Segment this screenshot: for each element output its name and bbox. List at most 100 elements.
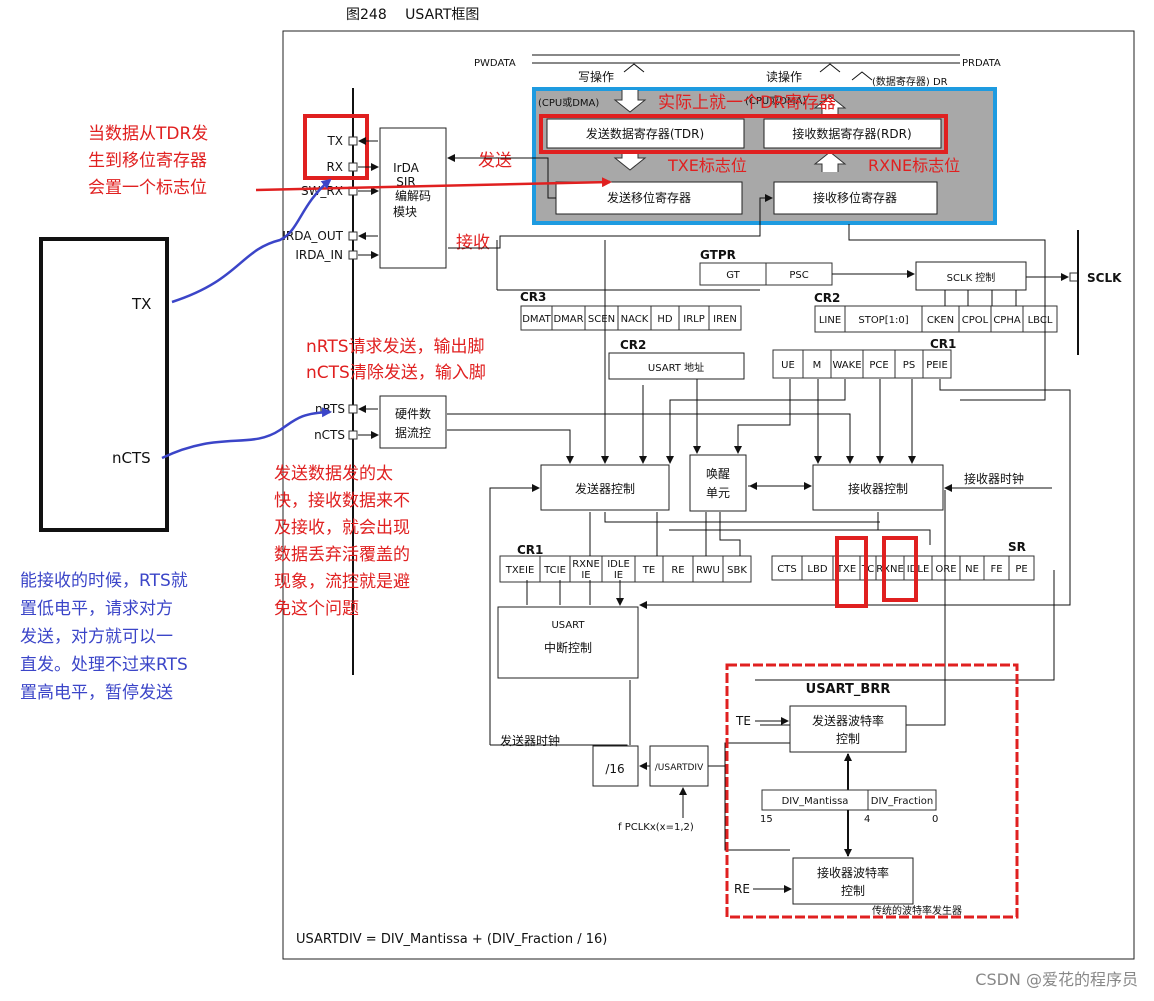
bit15-label: 15: [760, 814, 773, 825]
txe-flag-annotation: TXE标志位: [667, 156, 747, 175]
rx-pin: [348, 162, 358, 172]
tdr-note-arrow: [255, 177, 612, 192]
left-note-line3: 发送，对方就可以一: [20, 627, 173, 647]
cr3-bit-6: IREN: [713, 314, 737, 325]
cr1-bottom-bit-4: TE: [642, 565, 655, 576]
cr1-bottom-bit-5: RE: [671, 565, 684, 576]
rx-shift-label: 接收移位寄存器: [813, 190, 897, 205]
hw-flow-line1: 硬件数: [395, 406, 431, 421]
sclk-pin: [1069, 272, 1079, 282]
cr1-bottom-bit-2: RXNE: [572, 559, 600, 570]
re-input-label: RE: [734, 882, 750, 896]
div-fraction-field: [867, 789, 937, 811]
rts-note-line1: nRTS请求发送，输出脚: [306, 337, 485, 357]
wakeup-line2: 单元: [706, 486, 730, 500]
rx-shift-register: [773, 181, 938, 215]
tx-pin-label: TX: [326, 134, 343, 148]
rx-baud-line2: 控制: [841, 884, 865, 898]
rx-baud-line1: 接收器波特率: [817, 865, 889, 880]
rx-baud-block: [792, 857, 914, 905]
cr3-bit-2: SCEN: [588, 314, 615, 325]
cr2-addr-label: CR2: [620, 338, 646, 352]
cr1-top-bit-4: PS: [903, 360, 915, 371]
cr1-top-bit-cell: [922, 349, 952, 379]
overflow-note-line2: 快，接收数据来不: [274, 491, 410, 511]
fpclk-label: f PCLKx(x=1,2): [618, 822, 694, 833]
pwdata-label: PWDATA: [474, 58, 516, 69]
brr-highlight: [725, 663, 1019, 919]
read-arrow: [813, 95, 847, 118]
gt-label: GT: [726, 270, 740, 281]
rx-controller-block: [812, 464, 944, 511]
int-ctrl-title: USART: [551, 620, 585, 631]
rdr-label: 接收数据寄存器(RDR): [792, 126, 911, 141]
overflow-note-line3: 及接收，就会出现: [274, 518, 410, 538]
sr-bit-8: FE: [990, 564, 1002, 575]
sr-bit-1: LBD: [807, 564, 827, 575]
cr2-to-sclk-wires: [944, 290, 1017, 306]
rx-shift-loop: [848, 224, 1046, 401]
sr-bit-7: NE: [965, 564, 979, 575]
tdr-note-line1: 当数据从TDR发: [88, 124, 208, 144]
cr2-top-bit-3: CPOL: [962, 315, 989, 326]
usartdiv-to-baud: [708, 742, 790, 851]
ctrl-to-sr: [669, 529, 931, 545]
cr1-bottom-bit-1: TCIE: [543, 565, 566, 576]
cr3-bit-3: NACK: [621, 314, 649, 325]
cr2-top-label: CR2: [814, 291, 840, 305]
sr-bit-0: CTS: [777, 564, 796, 575]
tx-rx-highlight: [303, 114, 369, 180]
cr1-bottom-bit-cell: [662, 555, 694, 583]
hwflow-to-tx: [447, 429, 574, 464]
cr2-top-bit-2: CKEN: [927, 315, 954, 326]
cr2-top-bit-1: STOP[1:0]: [858, 315, 908, 326]
tx-controller-label: 发送器控制: [575, 481, 635, 496]
left-note-line5: 置高电平，暂停发送: [20, 683, 173, 703]
sclk-control-label: SCLK 控制: [947, 271, 996, 284]
cr1-top-bit-0: UE: [781, 360, 795, 371]
sr-to-int-wire: [755, 570, 1055, 681]
left-note-line2: 置低电平，请求对方: [20, 599, 173, 619]
sr-bit-cell: [875, 555, 905, 581]
device-tx-label: TX: [131, 295, 151, 313]
sclk-control-block: [915, 261, 1027, 291]
usart-address-label: USART 地址: [648, 361, 704, 374]
left-note-line4: 直发。处理不过来RTS: [20, 655, 188, 675]
cr2-top-bit-cell: [990, 305, 1024, 333]
tx-baud-line2: 控制: [836, 732, 860, 746]
actual-dr-annotation: 实际上就一个DR寄存器: [658, 93, 836, 113]
tdr-register: [546, 118, 745, 149]
cr1-bottom-bit-cell: [539, 555, 571, 583]
prdata-label: PRDATA: [962, 58, 1001, 69]
baud-gen-label: 传统的波特率发生器: [872, 904, 962, 917]
overflow-note-line5: 现象，流控就是避: [274, 572, 410, 592]
cr3-bit-4: HD: [657, 314, 673, 325]
irda-in-label: IRDA_IN: [295, 248, 343, 262]
irda-line4: 模块: [393, 205, 417, 219]
nrts-pin: [348, 404, 358, 414]
device-ncts-link: [161, 407, 332, 460]
tdr-to-shift-arrow: [613, 150, 647, 171]
sr-bit-cell: [959, 555, 985, 581]
irda-out-label: IRDA_OUT: [282, 229, 343, 243]
tdr-note-line2: 生到移位寄存器: [88, 151, 207, 171]
tdr-note-line3: 会置一个标志位: [88, 178, 207, 198]
cr1-bottom-bit-3: IDLE: [607, 559, 630, 570]
cr1-top-bit-cell: [830, 349, 864, 379]
cr1-bottom-bit-2: IE: [581, 570, 590, 581]
tx-clock-label: 发送器时钟: [500, 733, 560, 748]
wakeup-unit-block: [689, 454, 747, 512]
cr1-bottom-bit-6: RWU: [696, 565, 720, 576]
hwflow-to-rx: [447, 413, 854, 464]
write-arrow: [613, 90, 647, 113]
cr3-bit-cell: [678, 305, 710, 331]
cr3-bit-cell: [551, 305, 586, 331]
rxne-flag-annotation: RXNE标志位: [868, 156, 960, 175]
cr1-wake-to-tx: [666, 379, 846, 464]
rx-controller-label: 接收器控制: [848, 481, 908, 496]
cr1-top-label: CR1: [930, 337, 956, 351]
cr1-bottom-bit-0: TXEIE: [505, 565, 535, 576]
